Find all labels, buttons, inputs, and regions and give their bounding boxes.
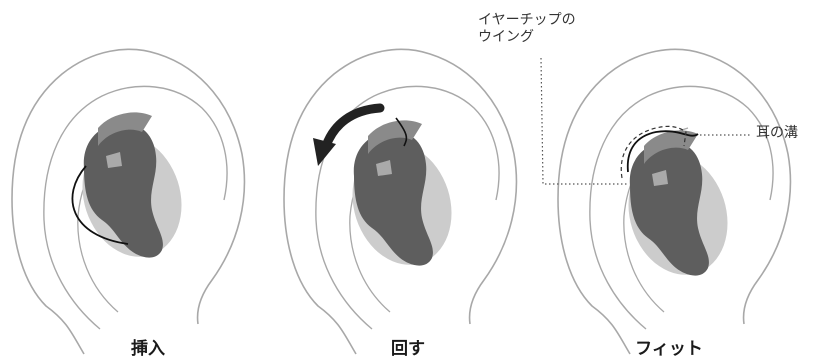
earbud-1: [67, 112, 197, 270]
step-label-rotate: 回す: [391, 339, 425, 359]
panel-fit: [540, 48, 792, 355]
wing-callout-line1: イヤーチップの: [478, 12, 576, 28]
earbud-2: [337, 120, 467, 278]
wing-dashed-outline: [620, 125, 687, 179]
step-label-insert: 挿入: [131, 339, 165, 359]
rotate-arrow-shaft: [321, 103, 385, 151]
ear-groove-line-2: [395, 117, 408, 147]
ear-groove-callout: 耳の溝: [756, 125, 798, 141]
wing-callout: イヤーチップの ウイング: [478, 12, 576, 46]
ear-groove-line-1: [71, 165, 129, 245]
wing-leader-line: [540, 57, 628, 185]
panel-insert: [11, 48, 246, 355]
earbud-3: [613, 130, 743, 288]
panel-rotate: [283, 48, 518, 355]
step-label-fit: フィット: [635, 339, 703, 359]
wing-callout-line2: ウイング: [478, 29, 534, 45]
rotate-arrow-head-icon: [313, 138, 336, 166]
ear-groove-line-3: [626, 130, 699, 173]
